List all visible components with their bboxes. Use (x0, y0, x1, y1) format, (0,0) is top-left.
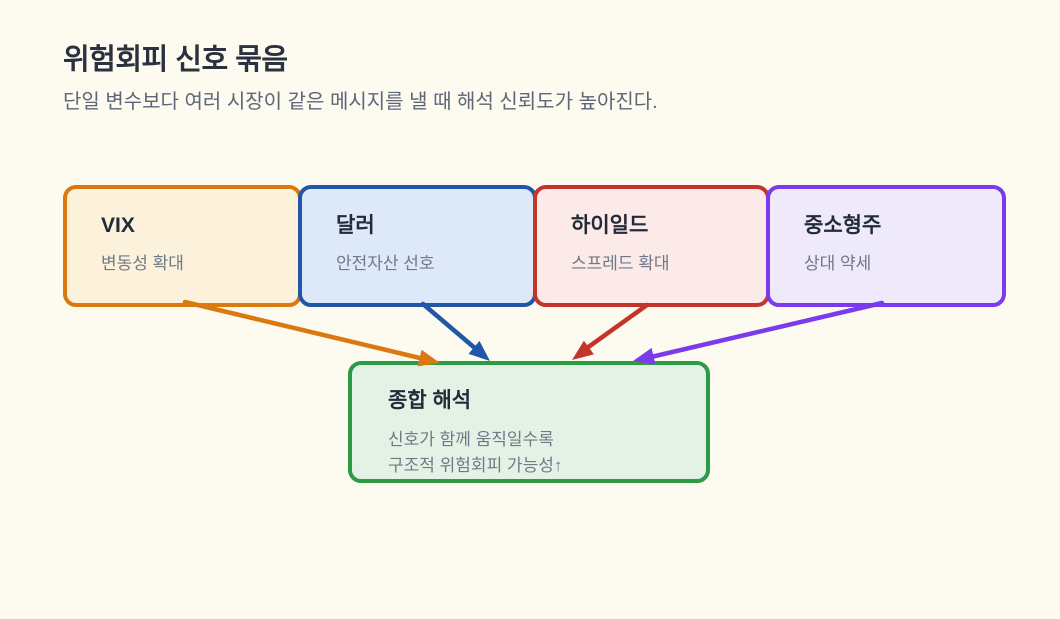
node-summary-line-2: 구조적 위험회피 가능성↑ (388, 456, 563, 475)
node-vix-desc: 변동성 확대 (101, 254, 184, 273)
node-summary-title: 종합 해석 (388, 389, 472, 412)
diagram-header: 위험회피 신호 묶음 단일 변수보다 여러 시장이 같은 메시지를 낼 때 해석… (63, 36, 658, 114)
arrow-high-yield-to-summary (572, 302, 650, 360)
arrow-dollar-to-summary (420, 301, 490, 361)
node-dollar: 달러 안전자산 선호 (298, 185, 537, 307)
arrow-small-caps-to-summary (633, 300, 885, 365)
page-title: 위험회피 신호 묶음 (63, 44, 288, 76)
node-high-yield-desc: 스프레드 확대 (571, 254, 670, 273)
node-dollar-desc: 안전자산 선호 (336, 254, 435, 273)
page-subtitle: 단일 변수보다 여러 시장이 같은 메시지를 낼 때 해석 신뢰도가 높아진다. (63, 91, 658, 113)
node-small-caps-desc: 상대 약세 (804, 254, 872, 273)
node-small-caps: 중소형주 상대 약세 (766, 185, 1006, 307)
node-vix: VIX 변동성 확대 (63, 185, 302, 307)
node-high-yield: 하이일드 스프레드 확대 (533, 185, 770, 307)
arrow-vix-to-summary (182, 299, 440, 367)
node-high-yield-title: 하이일드 (571, 214, 649, 237)
node-small-caps-title: 중소형주 (804, 214, 882, 237)
node-dollar-title: 달러 (336, 214, 375, 237)
node-summary-line-1: 신호가 함께 움직일수록 (388, 430, 554, 449)
node-vix-title: VIX (101, 214, 135, 237)
node-summary: 종합 해석 신호가 함께 움직일수록 구조적 위험회피 가능성↑ (348, 361, 710, 483)
